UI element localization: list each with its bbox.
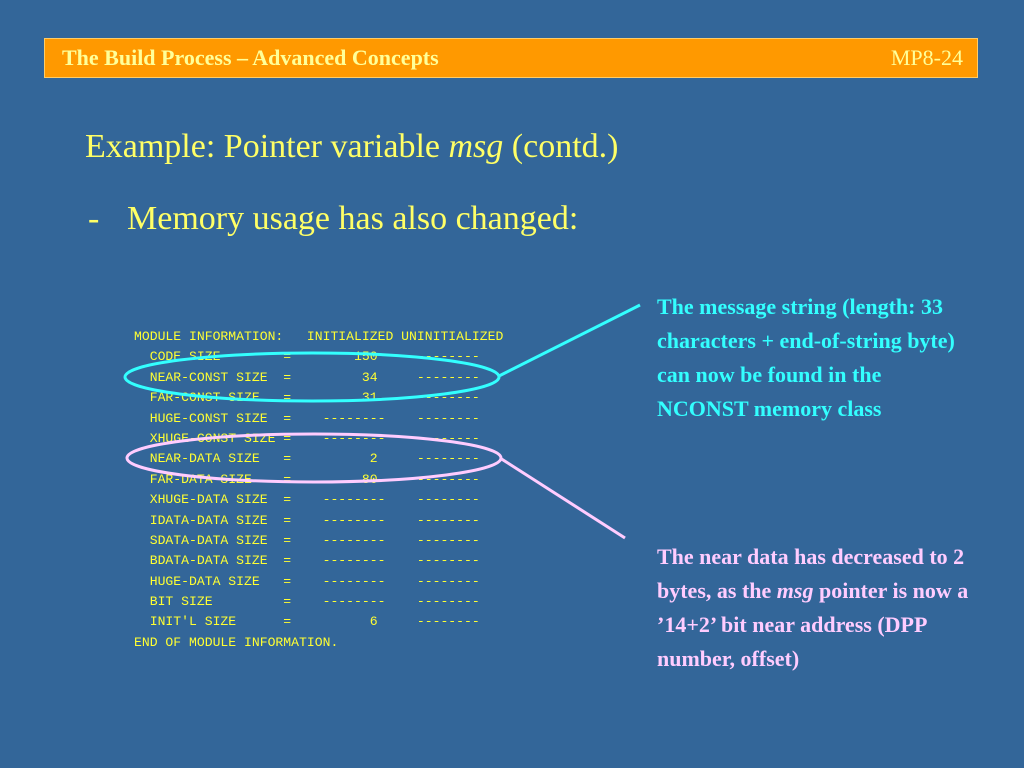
module-info-line: NEAR-DATA SIZE = 2 -------- [134, 451, 480, 467]
module-info-line: IDATA-DATA SIZE = -------- -------- [134, 512, 480, 528]
slide-title: The Build Process – Advanced Concepts [62, 45, 439, 70]
nconst-callout-text: The message string (length: 33 character… [657, 294, 955, 421]
near-const-highlight-ellipse [123, 351, 501, 403]
module-info-line: BIT SIZE = -------- -------- [134, 594, 480, 610]
module-info-line: INIT'L SIZE = 6 -------- [134, 614, 480, 630]
module-info-line: END OF MODULE INFORMATION. [134, 634, 339, 650]
slide-heading: Example: Pointer variable msg (contd.) [85, 128, 618, 166]
title-banner: The Build Process – Advanced Concepts MP… [44, 38, 978, 78]
module-info-line: MODULE INFORMATION: INITIALIZED UNINITIA… [134, 329, 504, 344]
module-info-line: XHUGE-DATA SIZE = -------- -------- [134, 492, 480, 508]
module-info-line: BDATA-DATA SIZE = -------- -------- [134, 553, 480, 569]
near-data-callout-text: The near data has decreased to 2 bytes, … [657, 540, 997, 676]
pink-note-suffix: pointer is now a ’14+2’ bit near address… [657, 578, 969, 671]
pink-callout-line [499, 456, 626, 540]
slide-number: MP8-24 [890, 45, 963, 70]
cyan-callout-line [498, 303, 641, 378]
module-info-line: SDATA-DATA SIZE = -------- -------- [134, 532, 480, 548]
pink-note-prefix: The near data has decreased to 2 bytes, … [657, 544, 965, 603]
bullet-text: Memory usage has also changed: [127, 200, 579, 237]
pink-note-italic: msg [776, 578, 814, 603]
module-info-line: HUGE-CONST SIZE = -------- -------- [134, 410, 480, 426]
bullet-dash: - [88, 200, 100, 237]
heading-suffix: (contd.) [503, 128, 619, 165]
heading-italic: msg [448, 128, 504, 165]
module-info-line: HUGE-DATA SIZE = -------- -------- [134, 573, 480, 589]
module-info-line: NEAR-CONST SIZE = 34 -------- [134, 369, 480, 385]
heading-prefix: Example: Pointer variable [85, 128, 449, 165]
near-data-highlight-ellipse [125, 432, 503, 484]
module-information-listing: MODULE INFORMATION: INITIALIZED UNINITIA… [134, 327, 503, 653]
module-info-line: FAR-DATA SIZE = 80 -------- [134, 471, 480, 487]
